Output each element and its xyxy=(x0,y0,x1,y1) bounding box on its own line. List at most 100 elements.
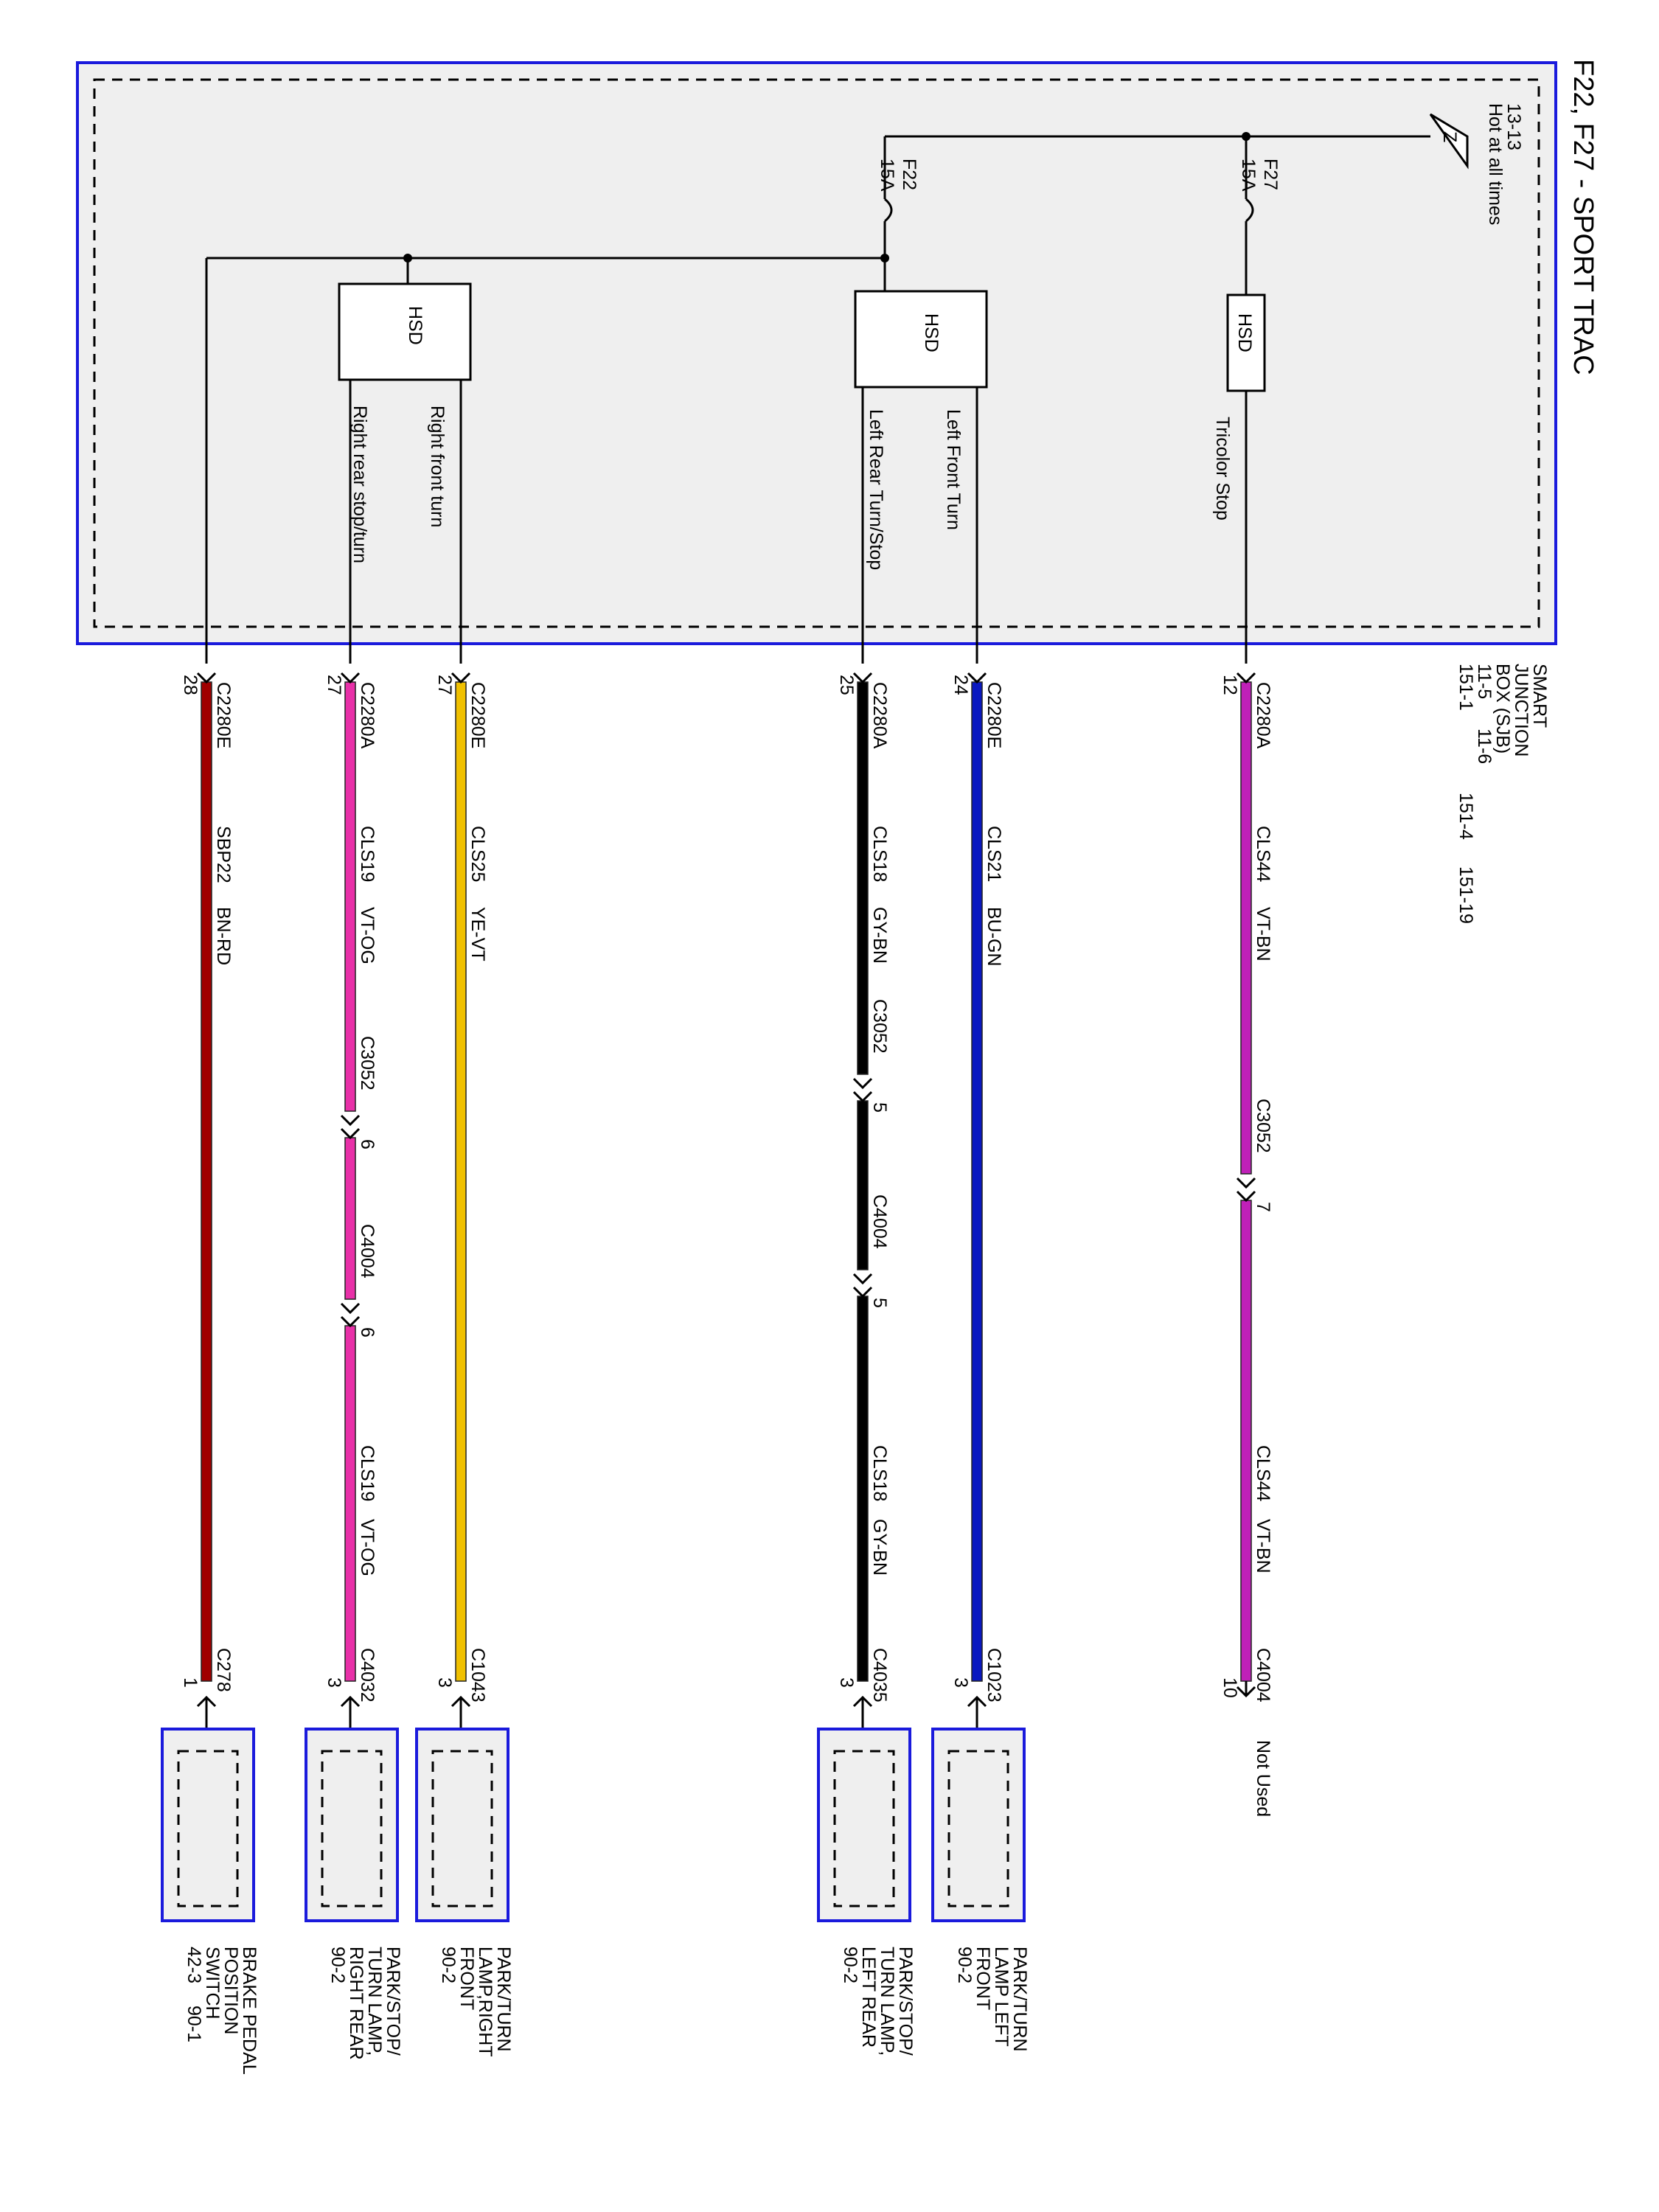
component-label-line: PARK/STOP/ xyxy=(895,1947,916,2056)
end-connector-id: C1023 xyxy=(984,1648,1004,1703)
hsd-label: HSD xyxy=(921,313,942,352)
component-label-line: FRONT xyxy=(456,1947,477,2010)
svg-text:151-1: 151-1 xyxy=(1455,664,1476,711)
diagram-title: F22, F27 - SPORT TRAC xyxy=(1568,59,1599,375)
sjb-frame xyxy=(76,61,1557,645)
svg-text:151-4: 151-4 xyxy=(1455,793,1476,840)
end-connector-id: C4004 xyxy=(1253,1648,1273,1703)
wire-segment xyxy=(201,681,212,1682)
sjb-pin-number: 28 xyxy=(180,675,201,695)
circuit-number: CLS18 xyxy=(869,1445,890,1501)
component-box xyxy=(305,1728,399,1922)
end-pin-number: 3 xyxy=(434,1677,455,1688)
connector-chevron xyxy=(967,672,987,684)
connector-chevron xyxy=(852,1286,873,1298)
connector-chevron xyxy=(451,672,471,684)
component-label-line: POSITION xyxy=(220,1947,241,2034)
hsd-label: HSD xyxy=(1234,313,1255,352)
wire-segment xyxy=(455,681,467,1682)
component-label-line: 42-3 xyxy=(184,1947,204,1983)
inline-connector-pin: 5 xyxy=(869,1102,890,1113)
end-pin-number: 1 xyxy=(180,1677,201,1688)
bus-junction xyxy=(403,254,412,262)
wire-segment xyxy=(1240,1200,1252,1682)
sjb-label: SMART JUNCTION BOX (SJB) 11-5 11-6 151-1… xyxy=(1455,664,1550,924)
connector-chevron xyxy=(852,1273,873,1285)
connector-chevron xyxy=(852,1077,873,1090)
connector-chevron xyxy=(340,1302,361,1315)
wire-segment xyxy=(971,681,983,1682)
end-pin-number: 3 xyxy=(324,1677,344,1688)
wire-segment xyxy=(344,1325,356,1682)
component-label-line: BRAKE PEDAL xyxy=(239,1947,260,2075)
connector-chevron xyxy=(340,672,361,684)
svg-text:BOX (SJB): BOX (SJB) xyxy=(1492,664,1513,754)
sjb-connector-id: C2280E xyxy=(467,682,488,748)
output-right-front-turn: Right front turn xyxy=(427,406,448,527)
wire-color-code: BN-RD xyxy=(213,907,234,965)
sjb-inner-dashed xyxy=(93,78,1540,628)
output-left-front-turn: Left Front Turn xyxy=(943,409,964,530)
sjb-pin-number: 24 xyxy=(950,675,971,695)
sjb-connector-id: C2280A xyxy=(869,682,890,749)
circuit-number: SBP22 xyxy=(213,826,234,883)
connector-chevron xyxy=(340,1127,361,1140)
sjb-connector-id: C2280E xyxy=(984,682,1004,748)
component-label-line: LEFT REAR xyxy=(858,1947,879,2048)
circuit-number: CLS19 xyxy=(357,1445,378,1501)
end-connector-id: C4032 xyxy=(357,1648,378,1703)
destination-label: Not Used xyxy=(1253,1740,1273,1817)
svg-text:F22: F22 xyxy=(899,159,919,190)
fuse-f22-label: F22 15A xyxy=(877,159,919,192)
sjb-connector-id: C2280E xyxy=(213,682,234,748)
wire-color-code: VT-OG xyxy=(357,907,378,964)
circuit-number: CLS18 xyxy=(869,826,890,882)
bus-junction xyxy=(880,254,889,262)
inline-connector-id: C4004 xyxy=(869,1194,890,1249)
circuit-number: CLS44 xyxy=(1253,1445,1273,1502)
wire-color-code: YE-VT xyxy=(467,907,488,961)
component-label-line: PARK/STOP/ xyxy=(383,1947,403,2056)
component-label-line: 90-1 xyxy=(184,2006,204,2042)
circuit-number: CLS25 xyxy=(467,826,488,882)
end-connector-id: C278 xyxy=(213,1648,234,1692)
inline-connector-pin: 6 xyxy=(357,1139,378,1150)
inline-connector-id: C3052 xyxy=(1253,1099,1273,1153)
wire-segment xyxy=(857,681,869,1075)
wire-segment xyxy=(1240,681,1252,1175)
sjb-connector-id: C2280A xyxy=(357,682,378,749)
inline-connector-id: C3052 xyxy=(357,1036,378,1091)
connector-chevron xyxy=(1236,1177,1256,1189)
component-label-line: LAMP,RIGHT xyxy=(475,1947,495,2057)
svg-text:11-6: 11-6 xyxy=(1474,728,1495,764)
component-label-line: SWITCH xyxy=(202,1947,223,2020)
sjb-pin-number: 27 xyxy=(434,675,455,695)
wire-color-code: VT-BN xyxy=(1253,1519,1273,1573)
sjb-output-wires xyxy=(349,380,1248,664)
bus-junction xyxy=(1242,132,1251,141)
inline-connector-id: C3052 xyxy=(869,999,890,1054)
fuse-f27-label: F27 15A xyxy=(1238,159,1281,192)
inline-connector-id: C4004 xyxy=(357,1224,378,1279)
inline-connector-pin: 7 xyxy=(1253,1202,1273,1212)
circuits: C2280A12CLS44VT-BNC30527CLS44VT-BNC40041… xyxy=(161,672,1273,2075)
output-right-rear-stop-turn: Right rear stop/turn xyxy=(349,406,370,563)
wire-segment xyxy=(857,1100,869,1270)
wire-segment xyxy=(344,1137,356,1300)
component-label-line: PARK/TURN xyxy=(1009,1947,1030,2052)
svg-text:JUNCTION: JUNCTION xyxy=(1511,664,1531,757)
connector-chevron xyxy=(1236,1686,1256,1698)
svg-text:151-19: 151-19 xyxy=(1455,866,1476,924)
component-label-line: TURN LAMP, xyxy=(877,1947,897,2056)
hsd-label: HSD xyxy=(405,306,425,345)
component-label-line: TURN LAMP, xyxy=(364,1947,385,2056)
power-triangle xyxy=(1429,113,1469,170)
wire-segment xyxy=(857,1295,869,1682)
component-box xyxy=(415,1728,509,1922)
wire-segment xyxy=(344,681,356,1112)
svg-text:15A: 15A xyxy=(1238,159,1259,192)
component-label-line: 90-2 xyxy=(954,1947,975,1983)
connector-chevron xyxy=(852,1091,873,1103)
connector-chevron xyxy=(340,1315,361,1328)
